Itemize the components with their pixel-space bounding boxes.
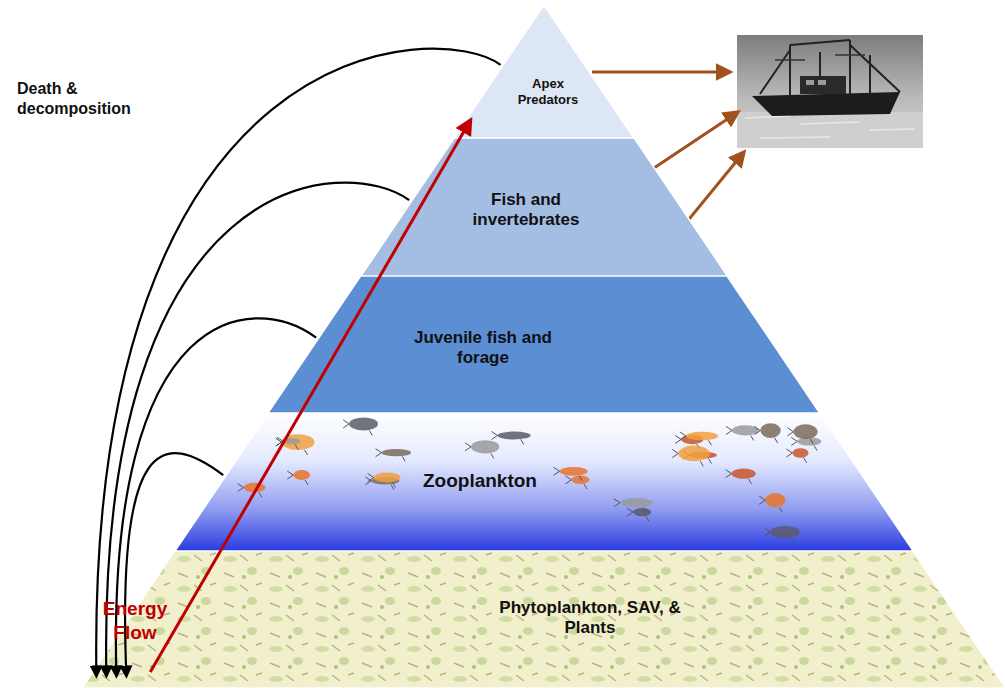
zooplankton-sprite — [343, 417, 378, 435]
zooplankton-sprite — [791, 437, 821, 450]
zooplankton-sprite — [565, 476, 589, 489]
zooplankton-sprite — [376, 449, 411, 462]
zooplankton-sprite — [553, 467, 587, 481]
juvenile-band: Juvenile fish and forage — [268, 276, 820, 413]
zooplankton-sprite — [287, 470, 310, 485]
band-shape — [454, 5, 634, 138]
zooplankton-sprite — [759, 493, 785, 512]
apex-band: Apex Predators — [454, 5, 634, 138]
zooplankton-sprite — [680, 432, 718, 446]
band-label: Apex Predators — [503, 76, 593, 107]
zooplankton-sprite — [764, 526, 799, 543]
band-label: Phytoplankton, SAV, & Plants — [485, 598, 695, 639]
band-label: Juvenile fish and forage — [398, 328, 568, 369]
zooplankton-sprite — [465, 440, 499, 458]
zooplankton-sprite — [787, 424, 817, 444]
zooplankton-sprite — [238, 483, 266, 498]
zooplankton-sprite — [725, 468, 755, 483]
producer-band: Phytoplankton, SAV, & Plants — [82, 551, 1005, 688]
fish-band: Fish and invertebrates — [361, 138, 727, 276]
zooplankton-sprite — [672, 446, 709, 467]
zooplankton-sprite — [754, 423, 780, 443]
zooplankton-sprite — [786, 448, 808, 463]
zooplankton-sprite — [627, 508, 651, 521]
flow-label: Energy Flow — [92, 596, 178, 646]
band-shape — [175, 413, 913, 551]
zooplankton-sprite — [277, 437, 300, 449]
zooplankton-sprite — [726, 425, 759, 440]
zooplankton-sprite — [368, 472, 401, 487]
zooplankton-sprite — [491, 431, 530, 444]
process-note: Death & decomposition — [14, 78, 180, 120]
zooplankton-band: Zooplankton — [175, 413, 913, 551]
zooplankton-sprite — [614, 498, 653, 512]
band-label: Zooplankton — [423, 470, 537, 493]
band-shape — [82, 551, 1005, 688]
boat-photo — [737, 35, 923, 148]
band-label: Fish and invertebrates — [456, 190, 596, 231]
zooplankton-sprite — [275, 434, 314, 455]
